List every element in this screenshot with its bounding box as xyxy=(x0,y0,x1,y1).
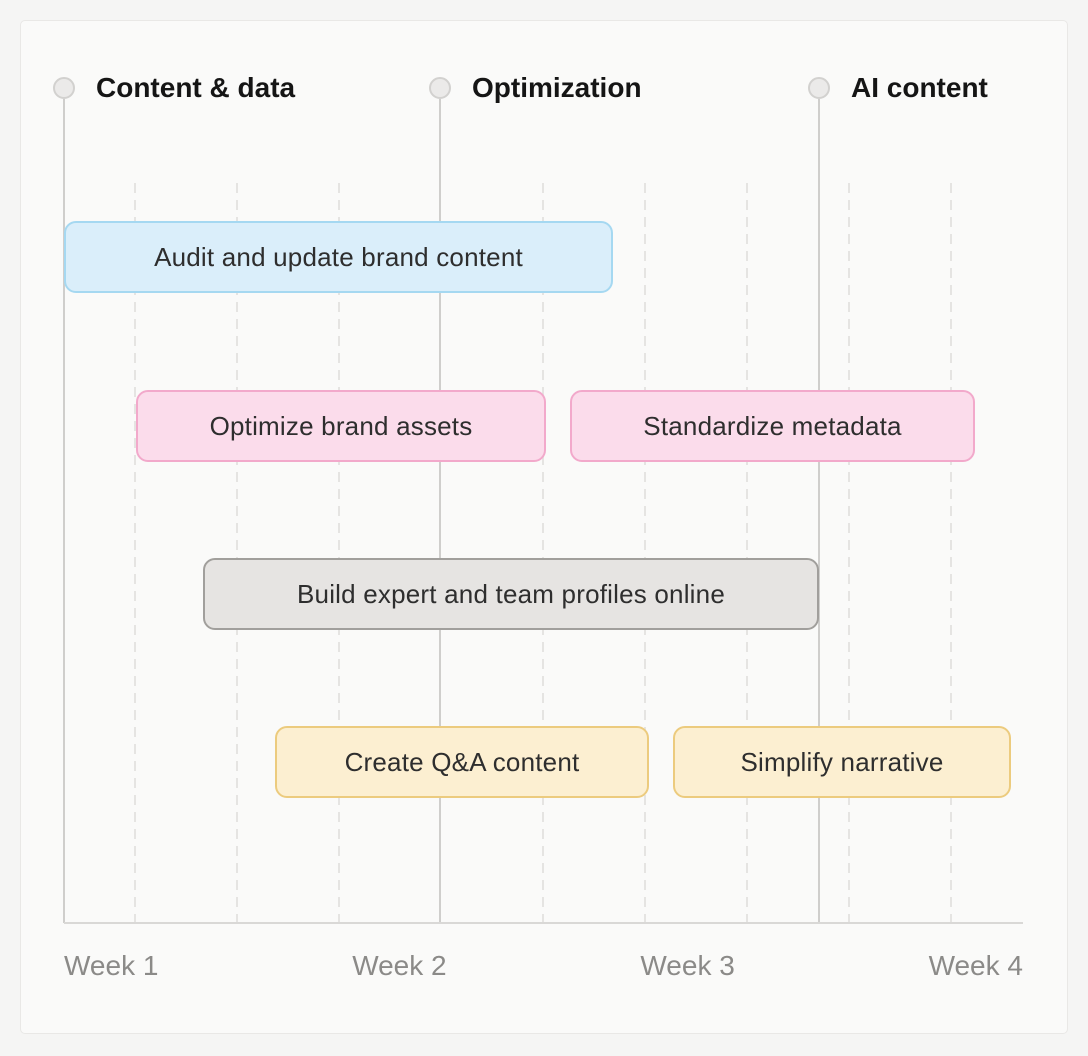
phase-label: Optimization xyxy=(472,72,642,103)
dashed-gridline xyxy=(746,183,748,923)
dashed-gridline xyxy=(338,183,340,923)
week-label: Week 1 xyxy=(64,950,159,981)
dashed-gridline xyxy=(236,183,238,923)
timeline-baseline xyxy=(64,922,1023,924)
phase-label: Content & data xyxy=(96,72,296,103)
milestone-line xyxy=(63,99,65,923)
task-label: Standardize metadata xyxy=(643,410,902,441)
dashed-gridline xyxy=(644,183,646,923)
dashed-gridline xyxy=(950,183,952,923)
week-label: Week 4 xyxy=(928,950,1023,981)
timeline-card xyxy=(20,20,1068,1034)
week-label: Week 3 xyxy=(640,950,735,981)
milestone-line xyxy=(818,99,820,923)
task-label: Simplify narrative xyxy=(740,746,944,777)
task-bar[interactable]: Simplify narrative xyxy=(673,726,1011,798)
dashed-gridline xyxy=(134,183,136,923)
milestone-marker-icon xyxy=(429,77,451,99)
dashed-gridline xyxy=(542,183,544,923)
task-label: Create Q&A content xyxy=(344,746,580,777)
week-label: Week 2 xyxy=(352,950,447,981)
task-bar[interactable]: Build expert and team profiles online xyxy=(203,558,819,630)
task-label: Optimize brand assets xyxy=(209,410,473,441)
task-label: Audit and update brand content xyxy=(154,241,523,272)
milestone-line xyxy=(439,99,441,923)
task-bar[interactable]: Optimize brand assets xyxy=(136,390,546,462)
dashed-gridline xyxy=(848,183,850,923)
task-bar[interactable]: Audit and update brand content xyxy=(64,221,613,293)
milestone-marker-icon xyxy=(808,77,830,99)
week-axis: Week 1 Week 2 Week 3 Week 4 xyxy=(64,949,1023,983)
phase-label: AI content xyxy=(851,72,988,103)
task-bar[interactable]: Standardize metadata xyxy=(570,390,975,462)
task-label: Build expert and team profiles online xyxy=(297,578,725,609)
milestone-marker-icon xyxy=(53,77,75,99)
task-bar[interactable]: Create Q&A content xyxy=(275,726,649,798)
